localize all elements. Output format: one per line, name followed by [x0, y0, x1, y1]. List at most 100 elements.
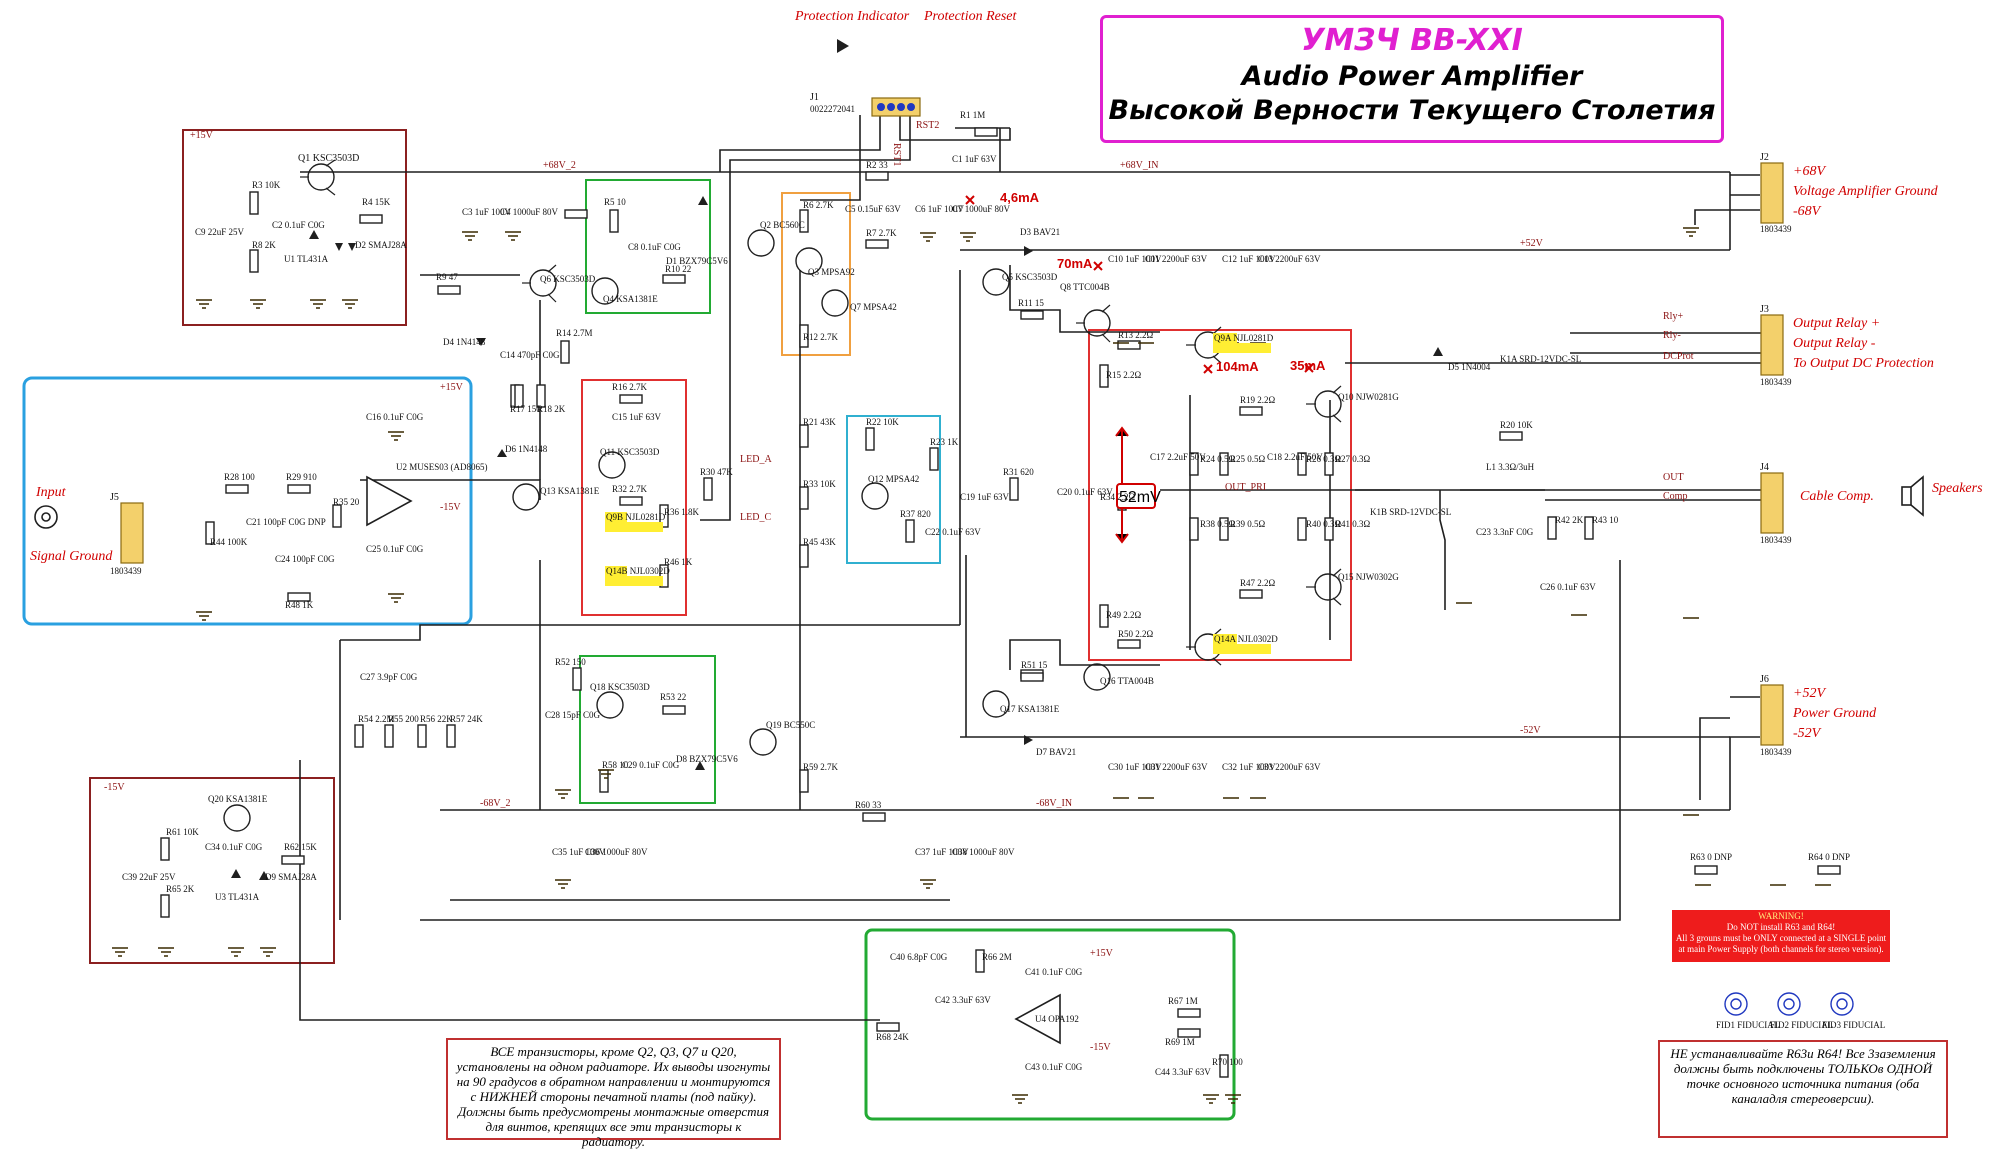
lbl-c15: C15 1uF 63V: [612, 412, 662, 422]
lbl-r8: R8 2K: [252, 240, 276, 250]
meas-4-6ma: 4,6mA: [1000, 190, 1040, 205]
lbl-c13: C13 2200uF 63V: [1258, 254, 1321, 264]
lbl-r42: R42 2K: [1555, 515, 1584, 525]
lbl-r37: R37 820: [900, 509, 931, 519]
lbl-d5: D5 1N4004: [1448, 362, 1491, 372]
lbl-r45: R45 43K: [803, 537, 836, 547]
net-led-c: LED_C: [740, 512, 771, 523]
j1-part: 0022272041: [810, 104, 855, 114]
j6-ref: J6: [1760, 674, 1769, 685]
lbl-r59: R59 2.7K: [803, 762, 839, 772]
lbl-q1: Q1 KSC3503D: [298, 153, 359, 164]
lbl-r27: R27 0.3Ω: [1335, 454, 1371, 464]
lbl-r68: R68 24K: [876, 1032, 909, 1042]
meas-52mv: 52mV: [1119, 489, 1161, 506]
lbl-r61: R61 10K: [166, 827, 199, 837]
lbl-r30: R30 47K: [700, 467, 733, 477]
protect-box: [846, 415, 941, 564]
lbl-c26: C26 0.1uF 63V: [1540, 582, 1596, 592]
ground-symbols: [112, 227, 1831, 1104]
warning-line1: Do NOT install R63 and R64!: [1726, 922, 1836, 932]
lbl-r16: R16 2.7K: [612, 382, 648, 392]
lbl-c7: C7 1000uF 80V: [952, 204, 1011, 214]
net-rly-p: Rly+: [1663, 311, 1683, 322]
j6-pin3: -52V: [1793, 726, 1822, 741]
lbl-c23: C23 3.3nF C0G: [1476, 527, 1534, 537]
lbl-c37: C37 1uF 100V: [915, 847, 969, 857]
lbl-c12: C12 1uF 100V: [1222, 254, 1276, 264]
lbl-c18: C18 2.2uF 50V: [1267, 452, 1323, 462]
lbl-q9a: Q9A NJL0281D: [1214, 333, 1274, 343]
lbl-c1: C1 1uF 63V: [952, 154, 997, 164]
lbl-k1b: K1B SRD-12VDC-SL: [1370, 507, 1451, 517]
j5-part: 1803439: [110, 566, 142, 576]
lbl-r51: R51 15: [1021, 660, 1048, 670]
rail-m52: -52V: [1520, 725, 1541, 736]
lbl-q13: Q13 KSA1381E: [540, 486, 600, 496]
lbl-c28: C28 15pF C0G: [545, 710, 601, 720]
lbl-c35: C35 1uF 100V: [552, 847, 606, 857]
lbl-c24: C24 100pF C0G: [275, 554, 335, 564]
lbl-c27: C27 3.9pF C0G: [360, 672, 418, 682]
warning-line2: All 3 grouns must be ONLY connected at a…: [1675, 933, 1887, 954]
protection-indicator-label: Protection Indicator: [794, 9, 910, 24]
j3-ref: J3: [1760, 304, 1769, 315]
lbl-q4: Q4 KSA1381E: [603, 294, 658, 304]
j2-pin2: Voltage Amplifier Ground: [1793, 184, 1939, 199]
lbl-d8: D8 BZX79C5V6: [676, 754, 738, 764]
title-line1: УМЗЧ BB-XXI: [1301, 23, 1523, 58]
lbl-r38: R38 0.5Ω: [1200, 519, 1236, 529]
lbl-r4: R4 15K: [362, 197, 391, 207]
j3-pin1: Output Relay +: [1793, 316, 1880, 331]
lbl-r14: R14 2.7M: [556, 328, 593, 338]
diodes: [231, 39, 1443, 880]
lbl-r33: R33 10K: [803, 479, 836, 489]
lbl-r58: R58 10: [602, 760, 629, 770]
transistor-mounting-note: ВСЕ транзисторы, кроме Q2, Q3, Q7 и Q20,…: [446, 1038, 781, 1149]
meas-35ma: 35mA: [1290, 358, 1326, 373]
lbl-c19: C19 1uF 63V: [960, 492, 1010, 502]
lbl-d1: D1 BZX79C5V6: [666, 256, 728, 266]
lbl-d7: D7 BAV21: [1036, 747, 1076, 757]
lbl-q14a: Q14A NJL0302D: [1214, 634, 1278, 644]
j3-pin3: To Output DC Protection: [1793, 356, 1934, 371]
title-line3: Высокой Верности Текущего Столетия: [1108, 95, 1716, 126]
lbl-r15: R15 2.2Ω: [1106, 370, 1142, 380]
lbl-r6: R6 2.7K: [803, 200, 834, 210]
lbl-fid3: FID3 FIDUCIAL: [1822, 1020, 1885, 1030]
lbl-r1: R1 1M: [960, 110, 985, 120]
lbl-c38: C38 1000uF 80V: [952, 847, 1015, 857]
lbl-r10: R10 22: [665, 264, 691, 274]
lbl-r12: R12 2.7K: [803, 332, 839, 342]
lbl-c30: C30 1uF 100V: [1108, 762, 1162, 772]
lbl-c25: C25 0.1uF C0G: [366, 544, 424, 554]
lbl-q5: Q5 KSC3503D: [1002, 272, 1058, 282]
lbl-fid2: FID2 FIDUCIAL: [1770, 1020, 1833, 1030]
lbl-c11: C11 2200uF 63V: [1145, 254, 1208, 264]
lbl-q3: Q3 MPSA92: [808, 267, 855, 277]
rail-p15-a: +15V: [190, 130, 214, 141]
lbl-u2: U2 MUSES03 (AD8065): [396, 462, 488, 472]
net-dcprot: DCProt: [1663, 351, 1694, 362]
lbl-r66: R66 2M: [982, 952, 1012, 962]
lbl-q15: Q15 NJW0302G: [1338, 572, 1399, 582]
lbl-r40: R40 0.3Ω: [1306, 519, 1342, 529]
lbl-r13: R13 2.2Ω: [1118, 330, 1154, 340]
lbl-q17: Q17 KSA1381E: [1000, 704, 1060, 714]
lbl-r20: R20 10K: [1500, 420, 1533, 430]
lbl-c40: C40 6.8pF C0G: [890, 952, 948, 962]
connector-pins: [877, 103, 915, 111]
rail-m15-c: -15V: [1090, 1042, 1111, 1053]
lbl-c22: C22 0.1uF 63V: [925, 527, 981, 537]
lbl-r50: R50 2.2Ω: [1118, 629, 1154, 639]
lbl-c32: C32 1uF 100V: [1222, 762, 1276, 772]
lbl-r7: R7 2.7K: [866, 228, 897, 238]
lbl-c10: C10 1uF 100V: [1108, 254, 1162, 264]
rail-p15-b: +15V: [440, 382, 464, 393]
lbl-r64: R64 0 DNP: [1808, 852, 1850, 862]
lbl-c36: C36 1000uF 80V: [585, 847, 648, 857]
bjt-leads: [300, 159, 1342, 666]
lbl-c16: C16 0.1uF C0G: [366, 412, 424, 422]
lbl-r19: R19 2.2Ω: [1240, 395, 1276, 405]
